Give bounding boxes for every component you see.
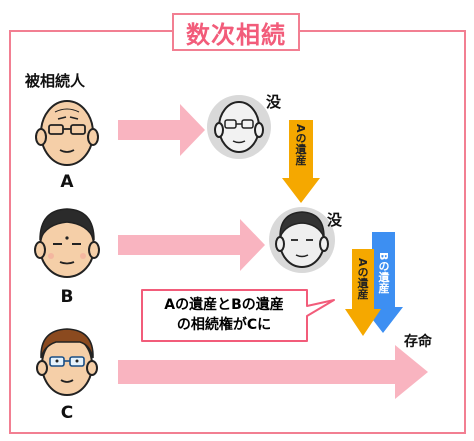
person-c-face-icon [36, 328, 98, 396]
callout-line-1: Aの遺産とBの遺産 [164, 297, 284, 313]
person-b-deceased-icon [269, 207, 335, 273]
c-alive-label: 存命 [404, 334, 432, 350]
a-died-label: 没 [266, 93, 282, 111]
person-c-label: C [60, 403, 74, 423]
person-b-label: B [60, 287, 74, 307]
person-a-deceased-icon [207, 95, 271, 159]
person-b-face-icon [34, 208, 100, 278]
callout-text: Aの遺産とBの遺産 の相続権がCに [148, 295, 300, 335]
a-estate-label-bottom: Aの遺産 [356, 258, 369, 300]
person-a-label: A [60, 172, 74, 192]
b-estate-label: Bの遺産 [377, 252, 390, 294]
arrow-c-alive [118, 345, 428, 399]
b-died-label: 没 [327, 211, 343, 229]
arrow-a-to-death [118, 104, 205, 156]
arrow-b-to-death [118, 219, 265, 271]
arrow-a-estate-top [282, 120, 320, 203]
callout-line-2: の相続権がCに [176, 317, 272, 333]
arrow-a-estate-bottom [345, 249, 381, 336]
person-a-face-icon [35, 100, 99, 166]
callout-bubble [141, 289, 335, 342]
decedent-label: 被相続人 [25, 72, 86, 90]
diagram-title: 数次相続 [172, 13, 300, 51]
a-estate-label-top: Aの遺産 [294, 124, 307, 166]
